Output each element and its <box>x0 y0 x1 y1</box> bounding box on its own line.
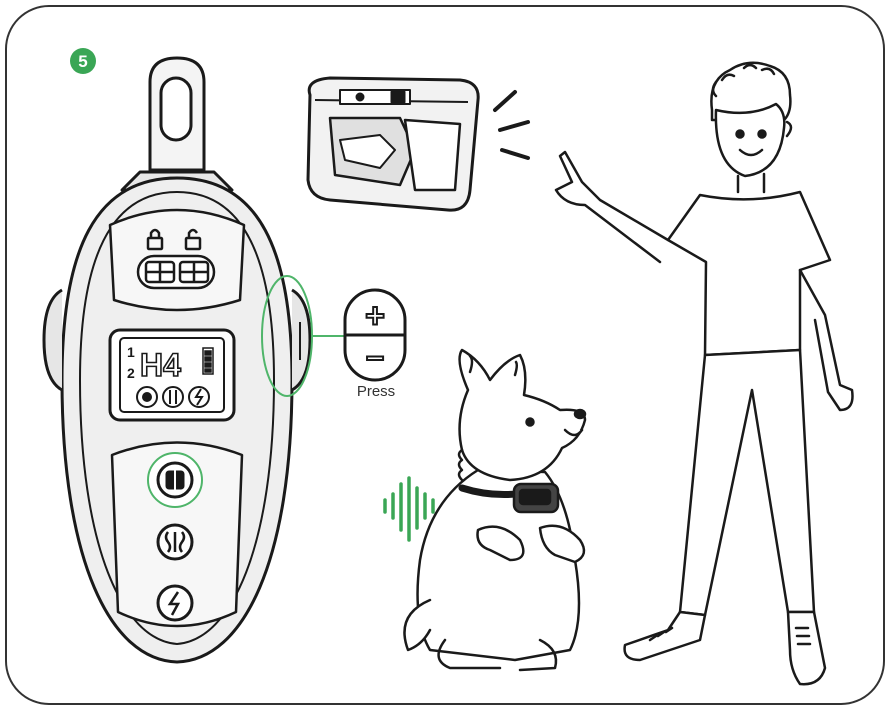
display-channel-2: 2 <box>127 365 135 381</box>
level-adjust-button[interactable] <box>343 288 407 382</box>
level-plus-label: + <box>365 297 385 335</box>
press-label: Press <box>357 383 395 400</box>
display-channel-1: 1 <box>127 344 135 360</box>
step-badge: 5 <box>70 48 96 74</box>
collar-sound-lines <box>493 90 530 160</box>
beep-button[interactable] <box>147 452 203 508</box>
illustration-frame <box>5 5 885 705</box>
lock-closed-icon <box>146 228 164 251</box>
battery-icon <box>202 347 214 375</box>
lock-switch[interactable] <box>136 254 216 290</box>
left-side-button <box>42 288 63 392</box>
person-shoe-right <box>786 610 827 686</box>
shock-button[interactable] <box>156 584 194 622</box>
person-shirt <box>666 190 832 357</box>
lock-open-icon <box>184 228 202 251</box>
dog-figure <box>403 348 587 672</box>
vibration-wave-icon <box>383 476 435 542</box>
display-level: H4 <box>140 347 181 383</box>
person-figure <box>554 61 854 686</box>
collar-receiver <box>306 76 480 212</box>
person-pants <box>678 348 816 617</box>
person-shoe-left <box>623 610 707 662</box>
lcd-display: 1 2 H4 <box>127 344 214 408</box>
vibration-button[interactable] <box>156 523 194 561</box>
display-vibration-icon <box>162 386 184 408</box>
level-minus-label: − <box>366 340 385 376</box>
step-number: 5 <box>78 52 87 71</box>
